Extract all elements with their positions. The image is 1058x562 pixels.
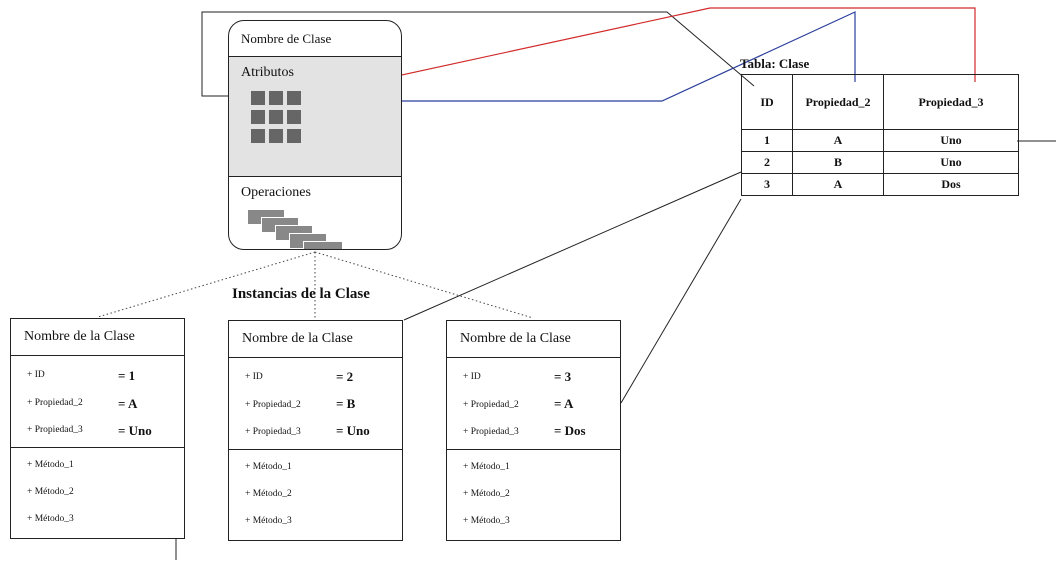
table-cell: 2 bbox=[741, 151, 793, 174]
instance-title: Nombre de la Clase bbox=[447, 321, 620, 358]
attribute-value: = Uno bbox=[118, 423, 152, 438]
attribute-value: = 3 bbox=[554, 369, 572, 384]
row3-link-line bbox=[620, 198, 742, 404]
instance-attributes: + ID = 1 + Propiedad_2 = A + Propiedad_3… bbox=[11, 356, 184, 448]
attribute-name: + Propiedad_2 bbox=[27, 398, 83, 408]
instance-methods: + Método_1 + Método_2 + Método_3 bbox=[447, 450, 620, 540]
instance-attributes: + ID = 2 + Propiedad_2 = B + Propiedad_3… bbox=[229, 358, 402, 450]
attribute-value: = 1 bbox=[118, 368, 136, 383]
instances-heading: Instancias de la Clase bbox=[232, 286, 370, 302]
table-cell: 1 bbox=[741, 129, 793, 152]
instance3-dotted-line bbox=[314, 251, 534, 319]
id-link-line bbox=[201, 11, 755, 97]
table-header-cell: Propiedad_3 bbox=[883, 74, 1019, 130]
grid-cell bbox=[269, 91, 283, 105]
attributes-section: Atributos bbox=[229, 57, 401, 177]
grid-cell bbox=[251, 129, 265, 143]
method-item: + Método_3 bbox=[245, 516, 292, 526]
instance1-dotted-line bbox=[97, 251, 316, 318]
grid-cell bbox=[287, 129, 301, 143]
attribute-name: + Propiedad_3 bbox=[27, 425, 83, 435]
attribute-name: + ID bbox=[27, 370, 45, 380]
attribute-name: + Propiedad_2 bbox=[245, 400, 301, 410]
attribute-value: = A bbox=[118, 396, 138, 411]
propiedad3-link-line bbox=[295, 7, 976, 99]
table-cell: B bbox=[792, 151, 884, 174]
table-cell: A bbox=[792, 129, 884, 152]
instance-title: Nombre de la Clase bbox=[229, 321, 402, 358]
table-row: 2 B Uno bbox=[741, 151, 1019, 174]
method-item: + Método_2 bbox=[463, 489, 510, 499]
table-header-cell: Propiedad_2 bbox=[792, 74, 884, 130]
attribute-name: + ID bbox=[463, 372, 481, 382]
table-header-cell: ID bbox=[741, 74, 793, 130]
operations-label: Operaciones bbox=[241, 185, 311, 200]
attribute-name: + ID bbox=[245, 372, 263, 382]
grid-cell bbox=[269, 110, 283, 124]
instance-title: Nombre de la Clase bbox=[11, 319, 184, 356]
attribute-name: + Propiedad_2 bbox=[463, 400, 519, 410]
grid-cell bbox=[287, 110, 301, 124]
attribute-value: = B bbox=[336, 396, 356, 411]
grid-cell bbox=[287, 91, 301, 105]
attributes-label: Atributos bbox=[241, 65, 294, 80]
operation-card bbox=[303, 241, 343, 249]
method-item: + Método_1 bbox=[245, 462, 292, 472]
attribute-value: = Dos bbox=[554, 423, 586, 438]
class-template-title: Nombre de Clase bbox=[229, 21, 401, 57]
table-cell: 3 bbox=[741, 173, 793, 196]
instance-attributes: + ID = 3 + Propiedad_2 = A + Propiedad_3… bbox=[447, 358, 620, 450]
attribute-value: = A bbox=[554, 396, 574, 411]
grid-cell bbox=[251, 110, 265, 124]
attributes-grid-icon bbox=[251, 91, 307, 145]
table-cell: Uno bbox=[883, 129, 1019, 152]
grid-cell bbox=[269, 129, 283, 143]
method-item: + Método_1 bbox=[463, 462, 510, 472]
class-table: ID Propiedad_2 Propiedad_3 1 A Uno 2 B U… bbox=[741, 74, 1019, 196]
instance-box-1: Nombre de la Clase + ID = 1 + Propiedad_… bbox=[10, 318, 185, 539]
table-row: 3 A Dos bbox=[741, 173, 1019, 196]
row2-link-line bbox=[403, 171, 742, 321]
instance-methods: + Método_1 + Método_2 + Método_3 bbox=[11, 448, 184, 538]
method-item: + Método_2 bbox=[245, 489, 292, 499]
table-title: Tabla: Clase bbox=[740, 56, 810, 71]
grid-cell bbox=[251, 91, 265, 105]
table-cell: A bbox=[792, 173, 884, 196]
table-row: 1 A Uno bbox=[741, 129, 1019, 152]
attribute-value: = 2 bbox=[336, 369, 354, 384]
class-template-box: Nombre de Clase Atributos Operaciones bbox=[228, 20, 402, 250]
table-cell: Dos bbox=[883, 173, 1019, 196]
method-item: + Método_2 bbox=[27, 487, 74, 497]
attribute-name: + Propiedad_3 bbox=[463, 427, 519, 437]
method-item: + Método_3 bbox=[463, 516, 510, 526]
instance-box-2: Nombre de la Clase + ID = 2 + Propiedad_… bbox=[228, 320, 403, 541]
method-item: + Método_3 bbox=[27, 514, 74, 524]
attribute-name: + Propiedad_3 bbox=[245, 427, 301, 437]
attribute-value: = Uno bbox=[336, 423, 370, 438]
table-header-row: ID Propiedad_2 Propiedad_3 bbox=[741, 74, 1019, 130]
table-cell: Uno bbox=[883, 151, 1019, 174]
instance-box-3: Nombre de la Clase + ID = 3 + Propiedad_… bbox=[446, 320, 621, 541]
propiedad2-link-line bbox=[282, 11, 856, 102]
instance-methods: + Método_1 + Método_2 + Método_3 bbox=[229, 450, 402, 540]
method-item: + Método_1 bbox=[27, 460, 74, 470]
